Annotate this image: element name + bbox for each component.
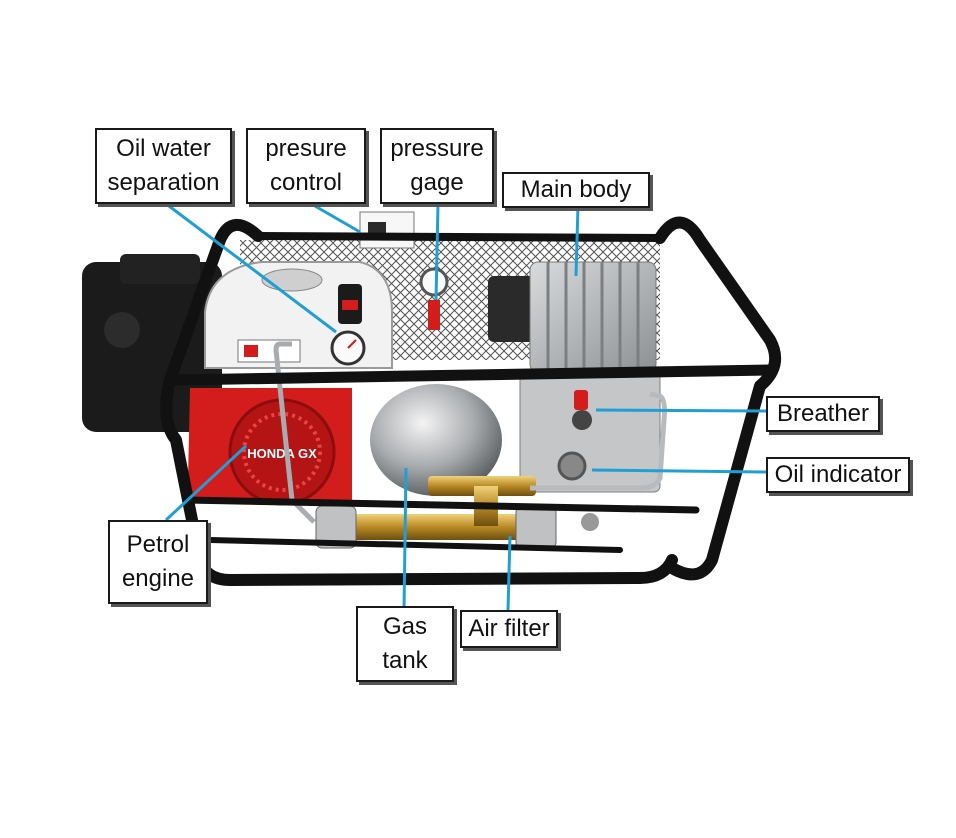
label-gas-tank-line2: tank bbox=[382, 647, 428, 674]
pressure-gauges bbox=[330, 211, 449, 366]
leader-lines bbox=[164, 200, 767, 611]
label-gas-tank-line1: Gas bbox=[382, 613, 427, 640]
label-oil-water-separation: Oil water separation bbox=[95, 128, 232, 204]
label-breather-text: Breather bbox=[776, 400, 870, 427]
label-petrol-engine-line1: Petrol bbox=[126, 531, 190, 558]
label-petrol-engine: Petrol engine bbox=[108, 520, 208, 604]
gas-tank-body bbox=[370, 384, 502, 496]
label-gas-tank: Gas tank bbox=[356, 606, 454, 682]
label-breather: Breather bbox=[766, 396, 880, 432]
return-pipe bbox=[530, 391, 667, 491]
label-pressure-control-line2: control bbox=[269, 169, 343, 196]
air-pipe bbox=[273, 341, 316, 524]
label-oil-water-line2: separation bbox=[107, 169, 220, 196]
label-oil-indicator-text: Oil indicator bbox=[774, 461, 902, 488]
compressor-head bbox=[488, 261, 661, 493]
engine-rear-block bbox=[82, 254, 222, 432]
label-pressure-control: presure control bbox=[246, 128, 366, 204]
engine-housing: HONDA GX bbox=[187, 388, 352, 506]
label-petrol-engine-line2: engine bbox=[121, 565, 195, 592]
roll-cage-frame bbox=[160, 216, 782, 586]
label-oil-water-line1: Oil water bbox=[116, 135, 211, 162]
label-air-filter: Air filter bbox=[460, 610, 558, 648]
label-oil-indicator: Oil indicator bbox=[766, 457, 910, 493]
label-pressure-control-line1: presure bbox=[265, 135, 347, 162]
label-pressure-gage-line2: gage bbox=[410, 169, 464, 196]
label-main-body-text: Main body bbox=[520, 176, 632, 203]
label-air-filter-text: Air filter bbox=[468, 615, 550, 642]
engine-badge: HONDA GX bbox=[247, 446, 317, 461]
label-pressure-gage-line1: pressure bbox=[390, 135, 484, 162]
label-pressure-gage: pressure gage bbox=[380, 128, 494, 204]
label-main-body: Main body bbox=[502, 172, 650, 208]
air-filter-assembly bbox=[315, 476, 599, 549]
